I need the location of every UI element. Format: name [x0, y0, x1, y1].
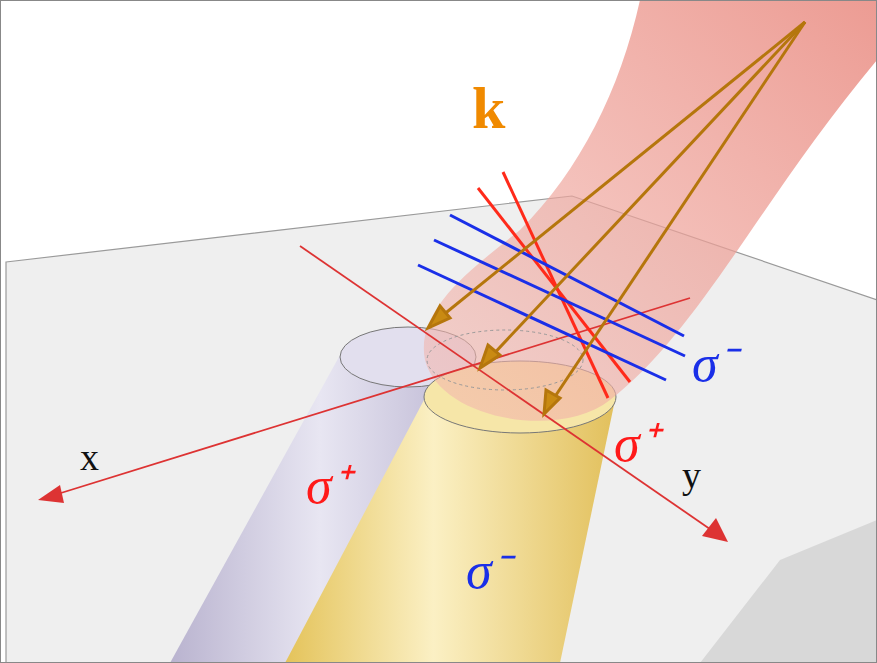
axis-label: y — [682, 456, 701, 494]
polarization-label: σ⁻ — [466, 545, 510, 597]
laser-beam — [424, 0, 877, 421]
polarization-label: σ⁺ — [614, 418, 658, 470]
sigma-plus-wavefronts — [478, 172, 630, 398]
substrate-plane — [6, 196, 877, 663]
wave-vectors — [428, 22, 805, 414]
x-axis — [48, 298, 690, 497]
x-arrowhead — [38, 485, 64, 503]
wave-vector-label: k — [472, 78, 505, 138]
y-arrowhead — [702, 518, 728, 542]
axis-label: x — [80, 438, 99, 476]
polarization-label: σ⁺ — [306, 460, 350, 512]
polarization-label: σ⁻ — [692, 338, 736, 390]
y-axis — [300, 246, 720, 536]
sigma-minus-wavefronts — [418, 215, 685, 380]
yellow-cylinder — [285, 398, 615, 663]
